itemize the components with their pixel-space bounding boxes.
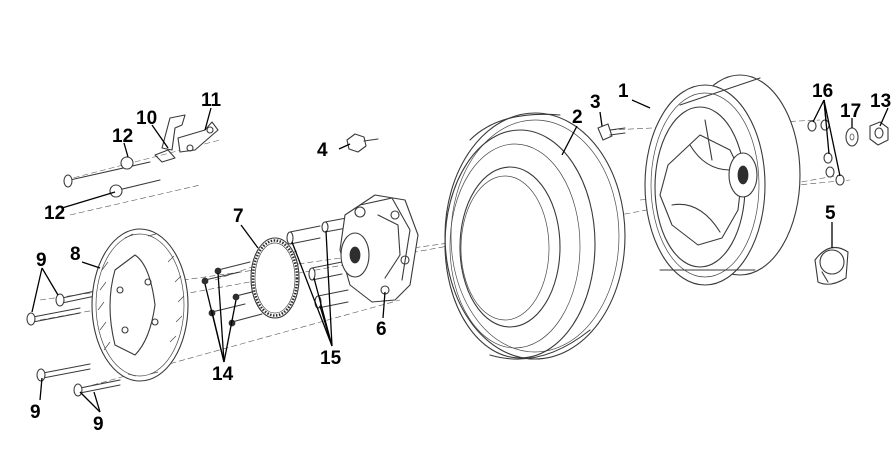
speedometer-drive [814, 246, 849, 285]
brake-disc [91, 228, 189, 382]
bracket-bolt-lower [109, 179, 161, 198]
wheel-hub [339, 194, 419, 303]
callout-6: 6 [376, 319, 387, 340]
leader-lines [31, 99, 889, 413]
callout-1: 1 [618, 81, 629, 102]
tire-valve [597, 123, 626, 141]
axle-nut-right [869, 121, 889, 146]
callout-15: 15 [320, 348, 342, 369]
callout-8: 8 [70, 244, 81, 265]
callout-16: 16 [812, 81, 833, 102]
callout-10: 10 [136, 108, 157, 129]
axle-nut-left [346, 133, 379, 153]
callout-3: 3 [590, 92, 601, 113]
callout-14: 14 [212, 364, 234, 385]
callout-12-lower: 12 [44, 203, 65, 224]
callout-2: 2 [572, 107, 583, 128]
callout-9-bottom-left: 9 [30, 402, 41, 423]
callout-13: 13 [870, 91, 891, 112]
callout-12-upper: 12 [112, 126, 133, 147]
brake-disc-bolt-bottom-1 [36, 363, 91, 382]
callout-7: 7 [233, 206, 244, 227]
callout-4: 4 [317, 140, 328, 161]
callout-labels: 1 2 3 4 5 6 7 8 9 9 9 10 11 12 12 13 14 … [30, 81, 891, 435]
callout-5: 5 [825, 203, 836, 224]
callout-9-top: 9 [36, 250, 47, 271]
brake-disc-bolt-top-2 [26, 307, 81, 326]
tire [444, 112, 626, 360]
axle-washer [845, 127, 859, 147]
callout-11: 11 [201, 90, 222, 111]
speed-sensor-bracket [154, 114, 219, 163]
abs-tone-ring [250, 237, 300, 319]
callout-9-bottom-right: 9 [93, 414, 104, 435]
bracket-bolt-upper [63, 156, 151, 188]
brake-disc-bolt-bottom-2 [73, 379, 121, 397]
callout-17: 17 [840, 101, 861, 122]
rim-nuts [807, 119, 845, 186]
wheel-rim [644, 74, 801, 286]
